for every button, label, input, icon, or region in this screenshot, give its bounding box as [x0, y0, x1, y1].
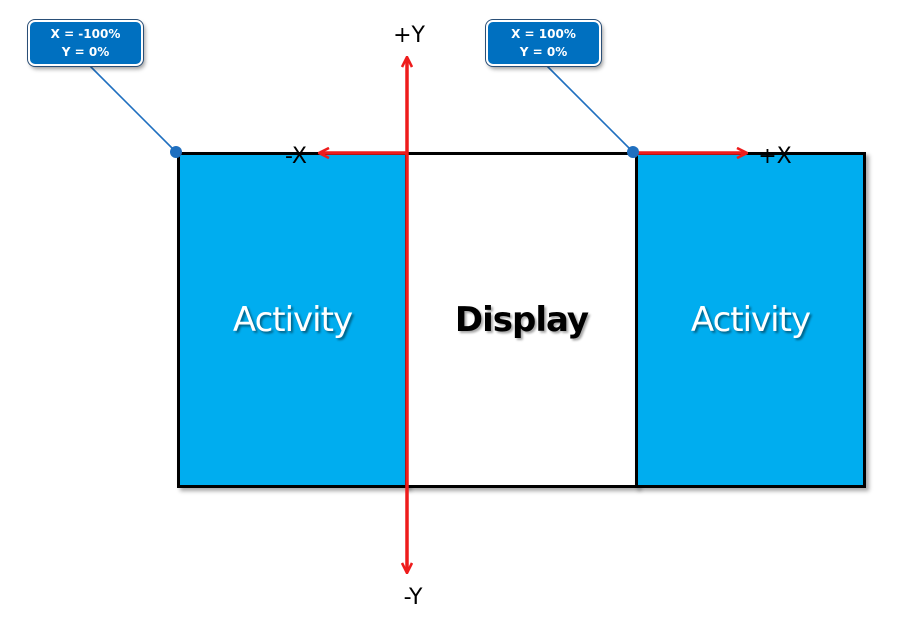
leader-line-right	[544, 63, 634, 153]
callout-left: X = -100% Y = 0%	[28, 20, 143, 66]
activity-box-right: Activity	[635, 152, 866, 488]
minus-y-label: -Y	[404, 585, 423, 610]
callout-left-x-text: X = -100%	[50, 27, 121, 41]
leader-line-left	[87, 63, 177, 153]
activity-label-right: Activity	[690, 300, 811, 340]
callout-left-y-text: Y = 0%	[61, 45, 110, 59]
anchor-dot-right	[627, 146, 639, 158]
callout-right-x-text: X = 100%	[511, 27, 576, 41]
display-label: Display	[454, 300, 589, 340]
activity-box-left: Activity	[177, 152, 408, 488]
activity-label-left: Activity	[232, 300, 353, 340]
callout-right-y-text: Y = 0%	[519, 45, 568, 59]
plus-x-label: +X	[758, 144, 792, 169]
display-box: Display	[405, 152, 638, 488]
plus-y-label: +Y	[393, 23, 425, 48]
anchor-dot-left	[170, 146, 182, 158]
callout-right: X = 100% Y = 0%	[486, 20, 601, 66]
minus-x-label: -X	[285, 144, 307, 169]
